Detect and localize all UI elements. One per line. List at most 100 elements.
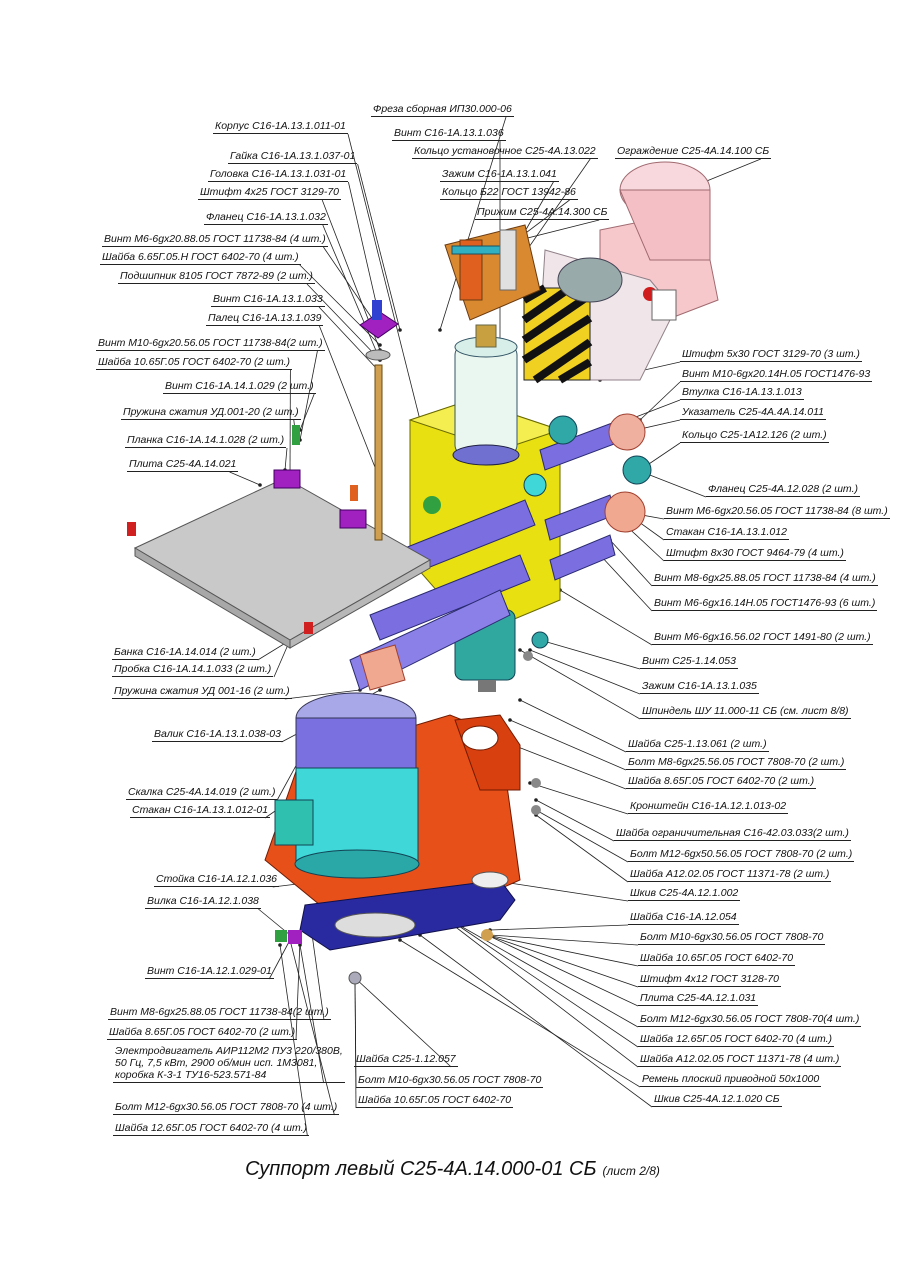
- callout-label: Шайба 10.65Г.05 ГОСТ 6402-70 (2 шт.): [96, 356, 293, 370]
- leader-dot: [398, 938, 402, 942]
- callout-label: Указатель С25-4А.4А.14.011: [680, 406, 826, 420]
- callout-label: Шайба 10.65Г.05 ГОСТ 6402-70: [638, 952, 796, 966]
- leader-dot: [278, 943, 282, 947]
- callout-label: Банка С16-1А.14.014 (2 шт.): [112, 646, 258, 660]
- leader-line: [347, 133, 421, 421]
- leader-dot: [528, 648, 532, 652]
- callout-label: Шайба 8.65Г.05 ГОСТ 6402-70 (2 шт.): [626, 775, 817, 789]
- callout-label: Ремень плоский приводной 50х1000: [640, 1073, 822, 1087]
- callout-label: Шайба А12.02.05 ГОСТ 11371-78 (2 шт.): [628, 868, 832, 882]
- leader-line: [519, 649, 641, 720]
- guard-housing: [521, 161, 719, 384]
- leader-line: [295, 939, 301, 1041]
- callout-label: Шайба А12.02.05 ГОСТ 11371-78 (4 шт.): [638, 1053, 842, 1067]
- leader-line: [559, 589, 653, 646]
- leader-line: [319, 325, 381, 481]
- leader-line: [489, 934, 639, 946]
- leader-dot: [534, 798, 538, 802]
- leader-line: [486, 934, 639, 967]
- leader-line: [357, 163, 401, 331]
- leader-line: [609, 539, 653, 587]
- callout-label: Винт С16-1А.13.1.033: [211, 293, 325, 307]
- leader-line: [535, 814, 629, 883]
- leader-dot: [518, 698, 522, 702]
- leader-line: [519, 158, 591, 261]
- leader-line: [519, 699, 627, 753]
- callout-label: Вилка С16-1А.12.1.038: [145, 895, 261, 909]
- callout-label: Пробка С16-1А.14.1.033 (2 шт.): [112, 663, 274, 677]
- callout-label: Скалка С25-4А.14.019 (2 шт.): [126, 786, 278, 800]
- leader-dot: [528, 781, 532, 785]
- leader-line: [268, 939, 291, 980]
- callout-label: Кольцо Б22 ГОСТ 13942-86: [440, 186, 578, 200]
- callout-label: Шайба 8.65Г.05 ГОСТ 6402-70 (2 шт.): [107, 1026, 298, 1040]
- sheet-number: (лист 2/8): [602, 1164, 660, 1178]
- leader-line: [318, 306, 379, 371]
- callout-label: Втулка С16-1А.13.1.013: [680, 386, 804, 400]
- callout-label: Зажим С16-1А.13.1.041: [440, 168, 559, 182]
- small-parts: [127, 300, 652, 661]
- leader-line: [299, 264, 381, 346]
- callout-label: Винт М8-6gх25.88.05 ГОСТ 11738-84 (4 шт.…: [652, 572, 878, 586]
- callout-label: Болт М10-6gх30.56.05 ГОСТ 7808-70: [356, 1074, 544, 1088]
- leader-dot: [298, 943, 302, 947]
- leader-line: [535, 809, 629, 863]
- callout-label: Шайба ограничительная С16-42.03.033(2 шт…: [614, 827, 851, 841]
- callout-label: Болт М12-6gх50.56.05 ГОСТ 7808-70 (2 шт.…: [628, 848, 855, 862]
- leader-line: [529, 649, 641, 695]
- callout-label: Кронштейн С16-1А.12.1.013-02: [628, 800, 789, 814]
- callout-label: Плита С25-4А.12.1.031: [638, 992, 759, 1006]
- leader-line: [348, 181, 381, 321]
- leader-line: [354, 977, 452, 1068]
- callout-label: Винт С16-1А.14.1.029 (2 шт.): [163, 380, 316, 394]
- callout-label: Болт М10-6gх30.56.05 ГОСТ 7808-70: [638, 931, 826, 945]
- leader-line: [489, 924, 629, 931]
- callout-label: Фланец С16-1А.13.1.032: [204, 211, 328, 225]
- callout-label: Шкив С25-4А.12.1.020 СБ: [652, 1093, 782, 1107]
- callout-label: Зажим С16-1А.13.1.035: [640, 680, 759, 694]
- title-text: Суппорт левый С25-4А.14.000-01 СБ: [245, 1158, 597, 1180]
- clamp: [444, 224, 541, 321]
- callout-label: Винт М6-6gх16.56.02 ГОСТ 1491-80 (2 шт.): [652, 631, 873, 645]
- callout-label: Шкив С25-4А.12.1.002: [628, 887, 741, 901]
- leader-dot: [378, 688, 382, 692]
- callout-label: Электродвигатель АИР112М2 ПУ3 220/380В, …: [113, 1045, 345, 1083]
- callout-label: Шайба 10.65Г.05 ГОСТ 6402-70: [356, 1094, 514, 1108]
- callout-label: Винт С16-1А.12.1.029-01: [145, 965, 274, 979]
- callout-label: Пружина сжатия УД.001-20 (2 шт.): [121, 406, 301, 420]
- callout-label: Винт М10-6gх20.56.05 ГОСТ 11738-84(2 шт.…: [96, 337, 325, 351]
- leader-line: [529, 782, 629, 815]
- callout-label: Штифт 4х25 ГОСТ 3129-70: [198, 186, 342, 200]
- leader-line: [306, 283, 381, 361]
- callout-label: Винт М6-6gх16.14Н.05 ГОСТ1476-93 (6 шт.): [652, 597, 878, 611]
- leader-line: [299, 393, 315, 431]
- leader-line: [399, 939, 641, 1088]
- callout-label: Шайба С25-1.12.057: [354, 1053, 458, 1067]
- callout-label: Плита С25-4А.14.021: [127, 458, 239, 472]
- motor-assembly: [264, 644, 541, 985]
- callout-label: Фреза сборная ИП30.000-06: [371, 103, 514, 117]
- leader-line: [486, 934, 639, 988]
- leader-line: [284, 447, 288, 471]
- leader-line: [354, 977, 357, 1109]
- callout-label: Шайба С16-1А.12.054: [628, 911, 739, 925]
- callout-label: Кольцо С25-1А12.126 (2 шт.): [680, 429, 829, 443]
- callout-label: Корпус С16-1А.13.1.011-01: [213, 120, 348, 134]
- leader-line: [419, 934, 653, 1108]
- callout-label: Гайка С16-1А.13.1.037-01: [228, 150, 358, 164]
- leader-line: [323, 246, 381, 331]
- callout-label: Винт М10-6gх20.14Н.05 ГОСТ1476-93: [680, 368, 873, 382]
- callout-label: Шайба С25-1.13.061 (2 шт.): [626, 738, 769, 752]
- leader-line: [284, 689, 361, 700]
- leader-dot: [438, 328, 442, 332]
- leader-line: [322, 224, 381, 361]
- leader-line: [535, 799, 615, 842]
- callout-label: Валик С16-1А.13.1.038-03: [152, 728, 283, 742]
- rods: [349, 419, 626, 691]
- callout-label: Шайба 12.65Г.05 ГОСТ 6402-70 (4 шт.): [638, 1033, 835, 1047]
- callout-label: Шайба 6.65Г.05.Н ГОСТ 6402-70 (4 шт.): [100, 251, 301, 265]
- leader-line: [499, 739, 627, 790]
- leader-line: [486, 934, 639, 1007]
- leader-line: [299, 944, 324, 1084]
